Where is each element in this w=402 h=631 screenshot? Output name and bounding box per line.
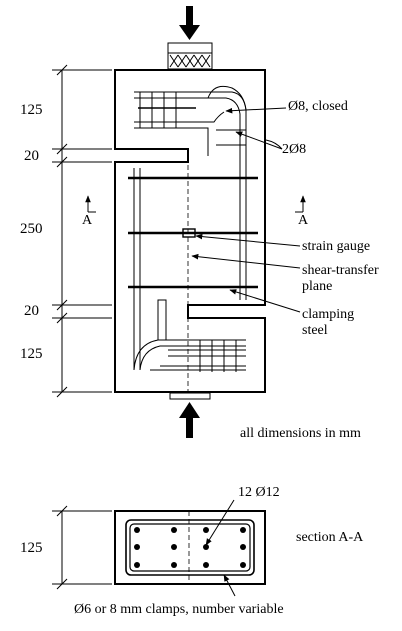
leader-lines [191, 107, 301, 313]
section-stirrup-outer [125, 519, 255, 576]
section-dimension [52, 505, 112, 590]
label-strain-gauge: strain gauge [302, 239, 370, 254]
leader-strain-gauge [195, 233, 301, 247]
label-main-bars: 12 Ø12 [238, 485, 280, 500]
svg-text:A: A [298, 213, 309, 228]
units-note: all dimensions in mm [240, 426, 361, 441]
leader-2bars [235, 131, 283, 150]
label-clamps-note: Ø6 or 8 mm clamps, number variable [74, 602, 284, 617]
leader-stirrup [225, 107, 287, 114]
dim-section-height: 125 [20, 540, 43, 556]
section-bars [134, 527, 246, 568]
lower-reinforcement-cage [133, 299, 246, 372]
leader-2bars-tail [265, 139, 283, 150]
label-shear-plane-1: shear-transfer [302, 263, 379, 278]
label-section-title: section A-A [296, 530, 364, 545]
section-stirrup-inner [129, 523, 251, 572]
svg-text:A: A [82, 213, 93, 228]
top-load-arrow [179, 6, 200, 40]
label-clamping-1: clamping [302, 307, 354, 322]
strain-gauge [182, 228, 196, 238]
bottom-load-arrow [179, 402, 200, 438]
label-clamping-2: steel [302, 323, 328, 338]
top-bearing-plate [167, 42, 213, 70]
section-leaders [205, 499, 236, 597]
dim-top-head: 125 [20, 102, 43, 118]
label-2bars: 2Ø8 [282, 142, 306, 157]
leader-shear-plane [191, 253, 301, 269]
section-mark-left: A [82, 195, 96, 228]
dim-top-notch: 20 [24, 148, 39, 164]
section-outline [114, 510, 266, 585]
dimension-chain [52, 64, 112, 398]
specimen-outline [115, 70, 265, 305]
dim-bottom-head: 125 [20, 346, 43, 362]
specimen-body [114, 69, 266, 393]
label-shear-plane-2: plane [302, 279, 332, 294]
dim-shear-zone: 250 [20, 221, 43, 237]
section-a-a [114, 510, 266, 585]
section-mark-right: A [295, 195, 309, 228]
dim-bottom-notch: 20 [24, 303, 39, 319]
central-reinforcement [128, 160, 258, 370]
label-stirrup-closed: Ø8, closed [288, 99, 348, 114]
bottom-bearing-plate [169, 392, 211, 400]
leader-clamping [229, 289, 301, 313]
